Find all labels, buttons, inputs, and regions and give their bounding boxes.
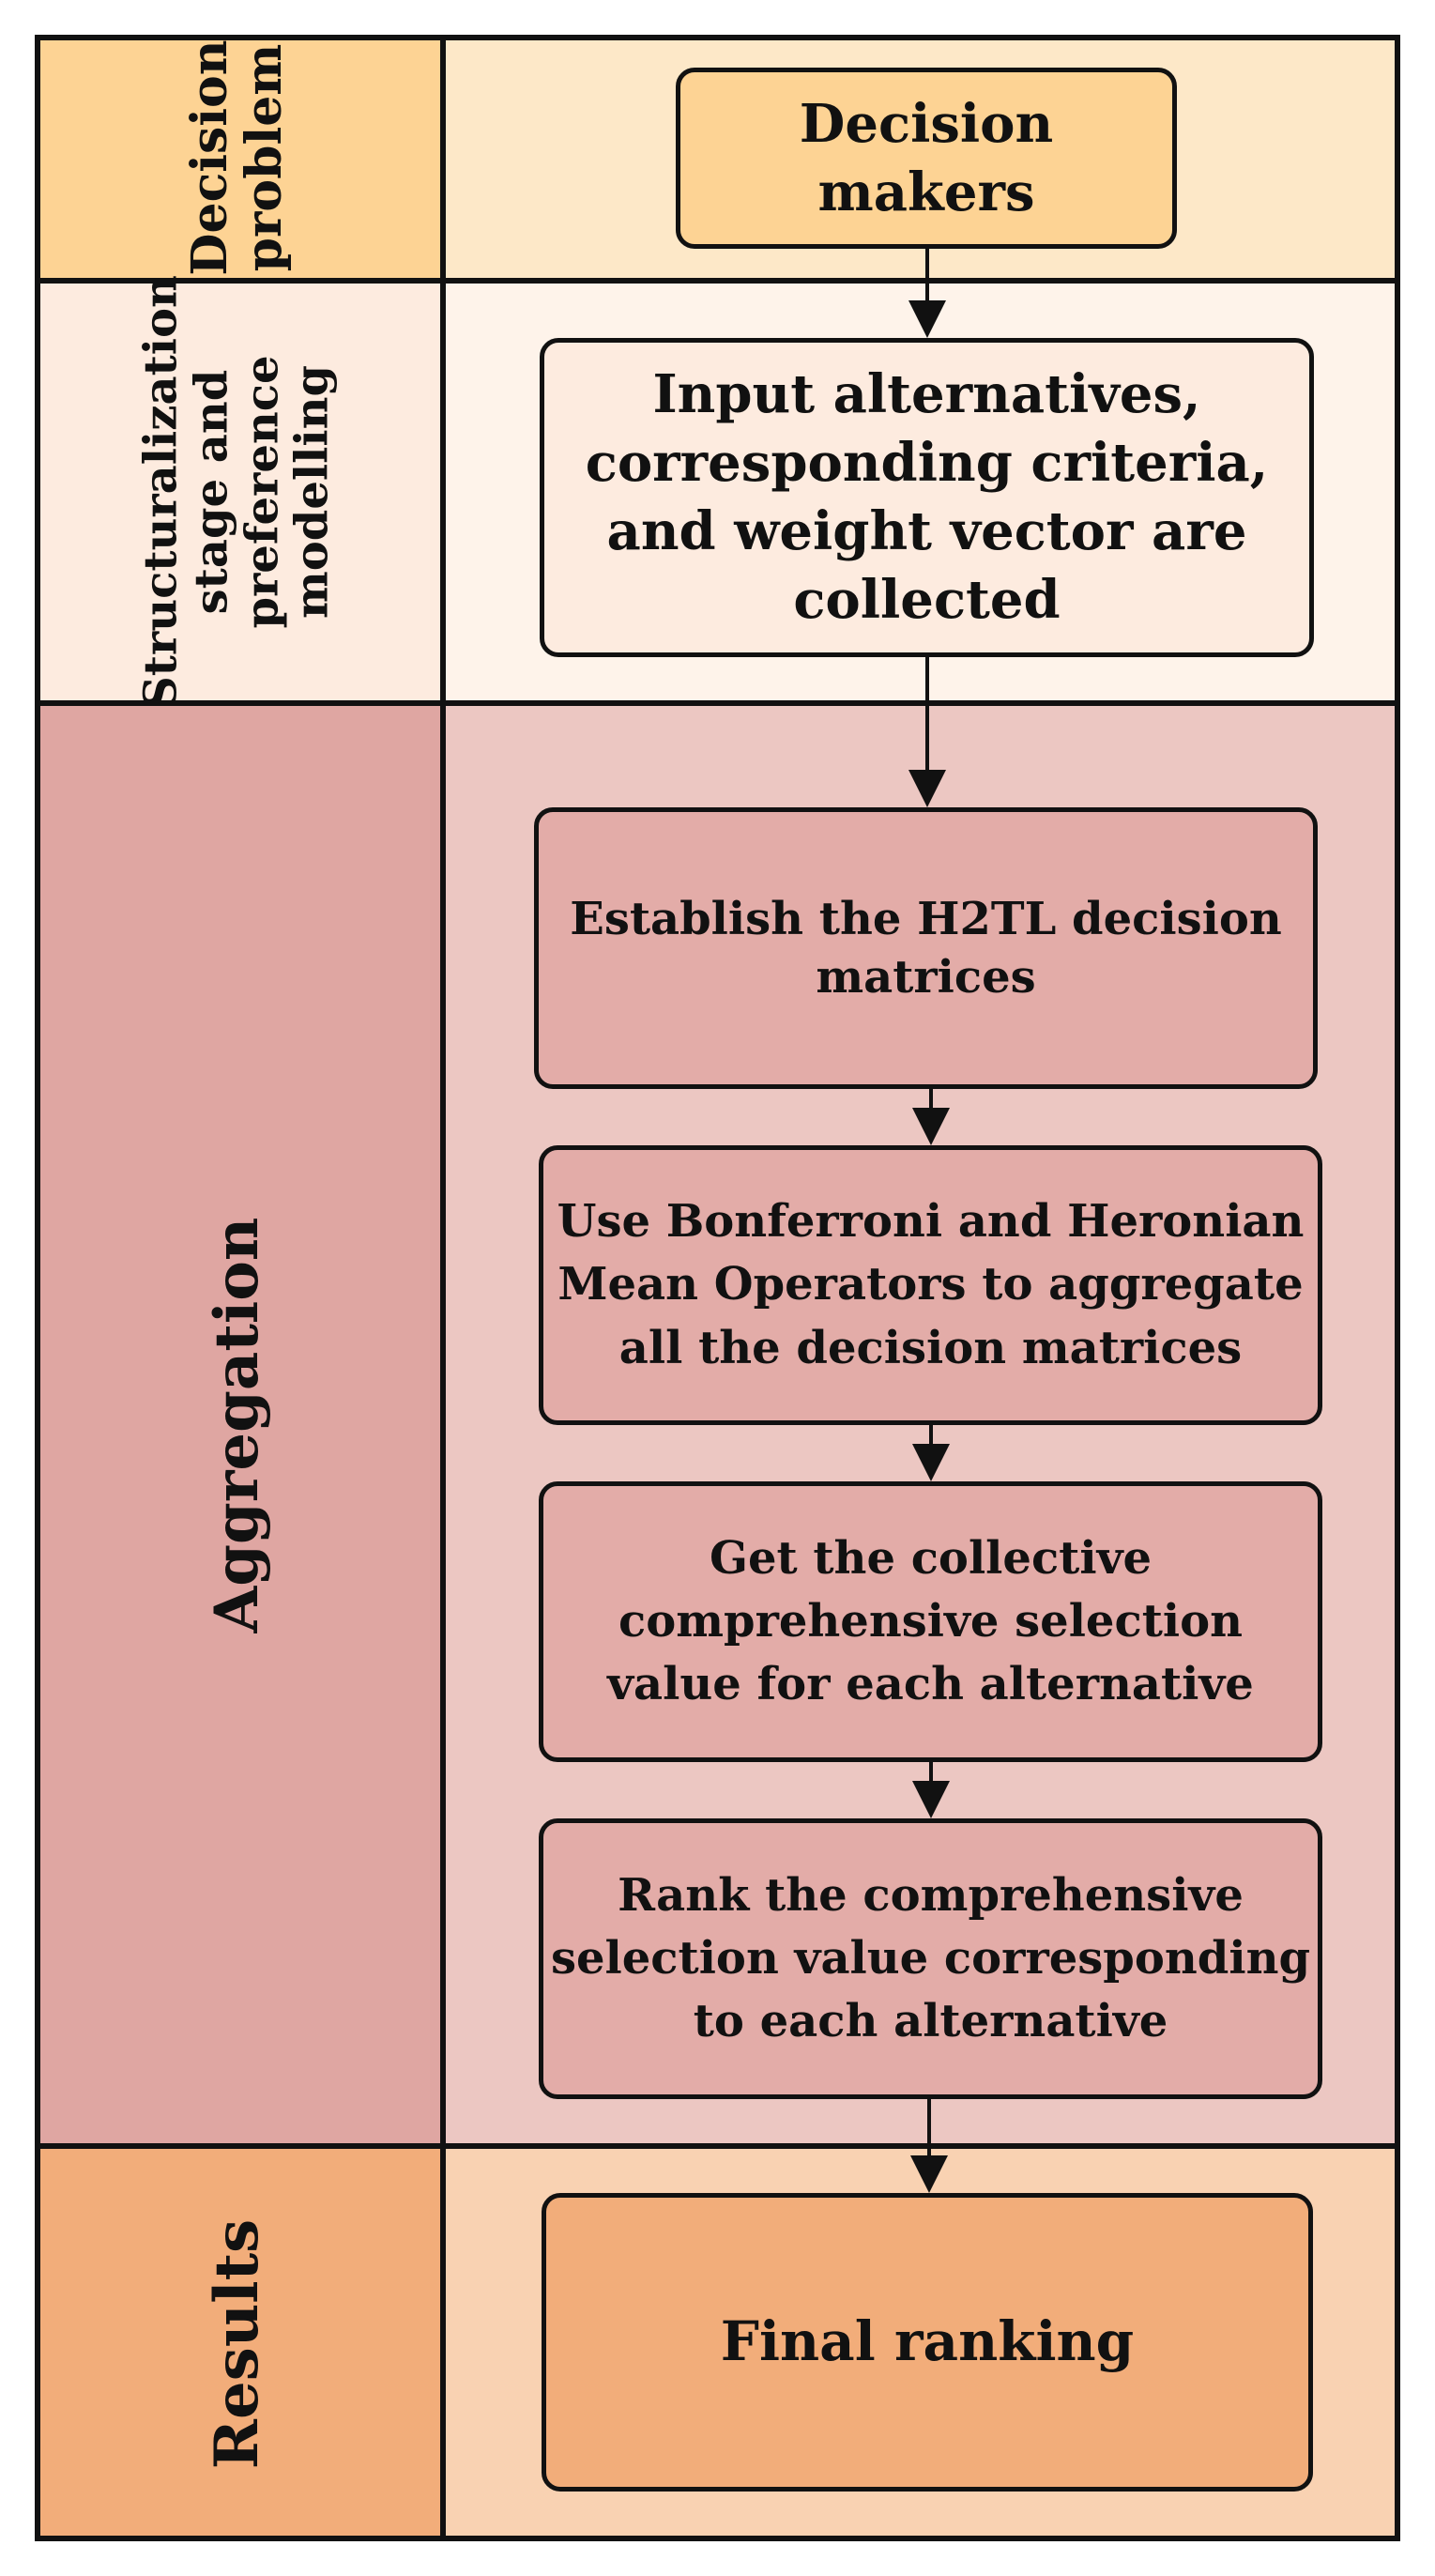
- box-text-line: makers: [817, 161, 1035, 223]
- band-divider: [35, 278, 1400, 284]
- establish-matrices-box: Establish the H2TL decision matrices: [534, 807, 1318, 1089]
- box-text: Use Bonferroni and Heronian Mean Operato…: [557, 1190, 1305, 1380]
- rank-value-box: Rank the comprehensive selection value c…: [539, 1818, 1322, 2099]
- box-text-line: Establish the H2TL decision: [570, 892, 1282, 945]
- arrow-aggregate-to-collective: [912, 1425, 950, 1481]
- box-text: Rank the comprehensive selection value c…: [551, 1864, 1310, 2054]
- box-text: Final ranking: [721, 2307, 1134, 2377]
- aggregate-matrices-box: Use Bonferroni and Heronian Mean Operato…: [539, 1145, 1322, 1425]
- box-text-line: collected: [793, 568, 1061, 631]
- box-text-line: Get the collective: [709, 1531, 1153, 1585]
- box-text-line: matrices: [816, 951, 1036, 1004]
- stage-label-cell: Decision problem: [35, 35, 446, 281]
- box-text-line: comprehensive selection: [618, 1594, 1244, 1648]
- box-text-line: to each alternative: [693, 1995, 1168, 2048]
- box-text-line: Mean Operators to aggregate: [557, 1258, 1304, 1311]
- arrow-rank-to-final: [910, 2099, 948, 2193]
- box-text-line: all the decision matrices: [618, 1321, 1243, 1374]
- box-text-line: Decision: [799, 92, 1054, 155]
- decision-makers-box: Decision makers: [676, 68, 1177, 249]
- box-text-line: and weight vector are: [606, 500, 1247, 562]
- box-text-line: Input alternatives,: [652, 363, 1201, 426]
- collective-value-box: Get the collective comprehensive selecti…: [539, 1481, 1322, 1762]
- box-text: Get the collective comprehensive selecti…: [607, 1527, 1254, 1717]
- box-text: Establish the H2TL decision matrices: [570, 890, 1282, 1007]
- band-divider: [35, 2143, 1400, 2149]
- box-text: Input alternatives, corresponding criter…: [586, 360, 1269, 634]
- input-alternatives-box: Input alternatives, corresponding criter…: [540, 338, 1314, 657]
- stage-label-cell: Aggregation: [35, 703, 446, 2146]
- box-text-line: selection value corresponding: [550, 1931, 1311, 1985]
- stage-label-cell: Structuralization stage and preference m…: [35, 275, 446, 709]
- box-text-line: corresponding criteria,: [585, 432, 1269, 495]
- arrow-establish-to-aggregate: [912, 1089, 950, 1145]
- box-text: Decision makers: [800, 90, 1053, 227]
- box-text-line: Final ranking: [720, 2309, 1135, 2374]
- box-text-line: Use Bonferroni and Heronian: [557, 1195, 1305, 1249]
- arrow-collective-to-rank: [912, 1762, 950, 1818]
- box-text-line: value for each alternative: [607, 1658, 1254, 1711]
- box-text-line: Rank the comprehensive: [618, 1868, 1244, 1922]
- final-ranking-box: Final ranking: [542, 2193, 1313, 2492]
- arrow-input-to-establish: [908, 657, 946, 807]
- band-divider: [35, 700, 1400, 706]
- arrow-makers-to-input: [908, 249, 946, 338]
- stage-label-cell: Results: [35, 2146, 446, 2541]
